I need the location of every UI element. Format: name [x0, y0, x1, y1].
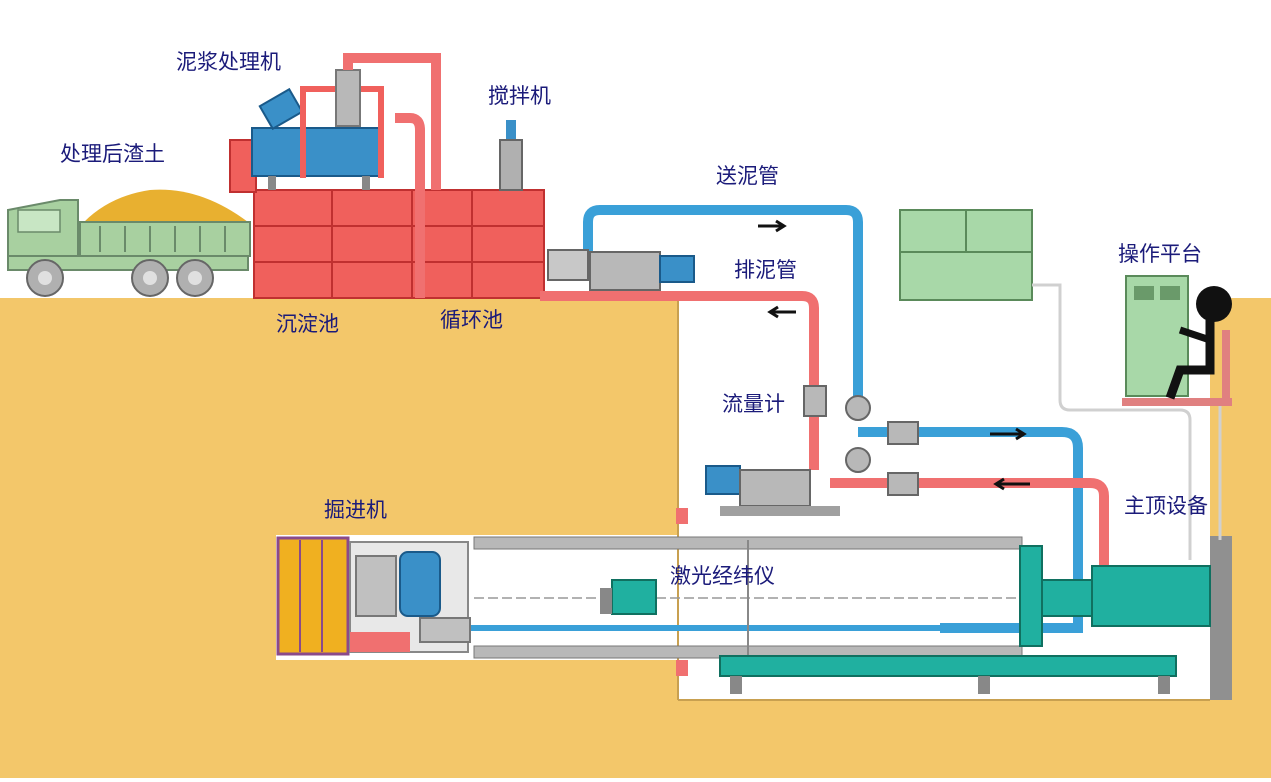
dump-truck	[7, 189, 251, 297]
tanks	[229, 139, 545, 299]
mixer	[499, 120, 523, 191]
label-feed-pipe: 送泥管	[716, 164, 779, 188]
operation-console	[1122, 275, 1232, 406]
label-mixer: 搅拌机	[488, 84, 551, 108]
laser-theodolite	[600, 579, 657, 615]
flow-arrows	[758, 219, 1030, 491]
thrust-wall	[1210, 536, 1232, 700]
label-laser-theodolite: 激光经纬仪	[670, 564, 775, 588]
label-treated-soil: 处理后渣土	[60, 142, 165, 166]
valves	[803, 385, 919, 496]
power-unit	[899, 209, 1033, 301]
circulation-tank	[411, 189, 545, 299]
label-operation-platform: 操作平台	[1118, 242, 1202, 266]
feed-pump	[547, 249, 695, 291]
label-slurry-processor: 泥浆处理机	[176, 50, 281, 74]
main-jacking-equipment	[719, 545, 1211, 694]
discharge-pipe	[540, 291, 819, 470]
label-flow-meter: 流量计	[722, 392, 785, 416]
return-pipe-top	[343, 53, 441, 190]
label-tunnel-boring-machine: 掘进机	[324, 498, 387, 522]
gravel-pile	[84, 189, 248, 222]
feed-pipe	[583, 205, 863, 420]
label-discharge-pipe: 排泥管	[734, 258, 797, 282]
label-sedimentation-tank: 沉淀池	[276, 312, 339, 336]
slurry-processor	[251, 69, 384, 190]
label-circulation-tank: 循环池	[440, 308, 503, 332]
label-main-jacking-equipment: 主顶设备	[1124, 494, 1208, 518]
discharge-pump	[705, 465, 840, 516]
tunnel-boring-machine	[276, 536, 471, 656]
